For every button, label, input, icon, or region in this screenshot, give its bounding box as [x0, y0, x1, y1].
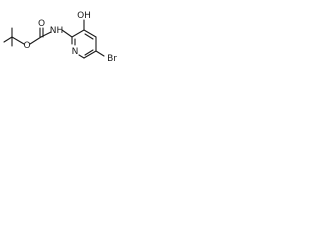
atom-label-ester-oxygen: O: [23, 41, 30, 51]
bond-c5-c6-inner: [84, 49, 94, 56]
bond-c3-c4-inner: [84, 33, 94, 40]
tert-butyl-group: [3, 27, 25, 47]
atom-label-bromine: Br: [107, 54, 117, 64]
bond-c6-n1: [78, 54, 85, 59]
atom-label-carbonyl-oxygen: O: [38, 19, 45, 29]
bond-c2-c3: [71, 29, 85, 38]
atom-labels: O O NH OH N Br: [23, 11, 117, 64]
bond-ester-oxygen-carbonyl: [29, 36, 42, 45]
atom-label-amide-nitrogen: NH: [50, 26, 64, 36]
bond-c3-c4: [83, 29, 97, 38]
atom-label-ring-nitrogen: N: [72, 47, 79, 57]
bond-nh-c2: [61, 29, 73, 38]
bond-c5-br: [95, 50, 105, 57]
bond-tbutyl-oxygen: [11, 36, 25, 45]
bond-c5-c6: [83, 50, 97, 59]
pyridine-ring: [61, 19, 105, 59]
atom-label-hydroxyl: OH: [77, 11, 91, 21]
bond-methyl-left: [3, 36, 13, 43]
carbamate-group: [29, 27, 52, 45]
bond-carbonyl-nitrogen: [40, 31, 52, 38]
chemical-structure: O O NH OH N Br: [3, 11, 117, 64]
